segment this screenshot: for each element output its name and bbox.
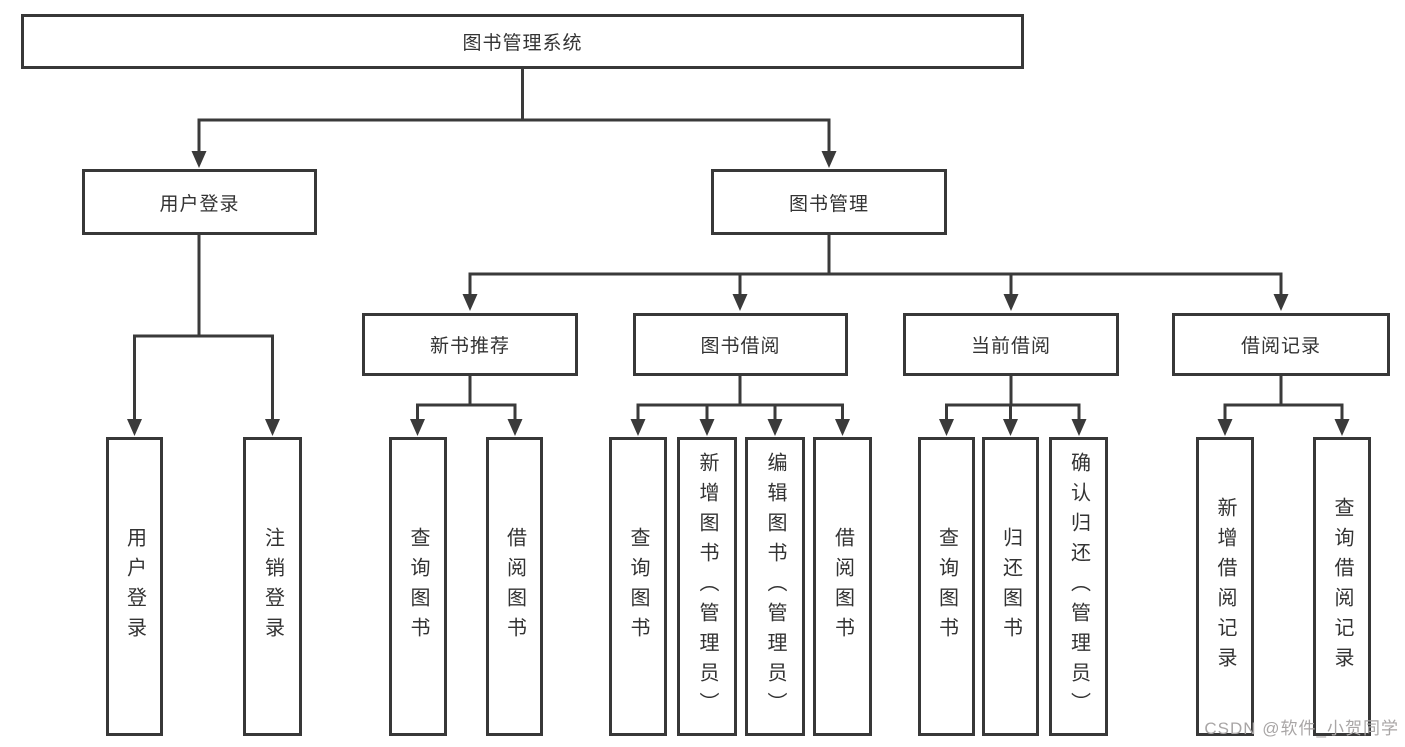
- leaf-add-borrow-record: 新增借阅记录: [1196, 437, 1254, 736]
- connector-new-book-recommend-children: [416, 376, 517, 421]
- leaf-return-books: 归还图书: [982, 437, 1039, 736]
- node-label: 用户登录: [159, 193, 240, 215]
- node-label: 新书推荐: [429, 336, 510, 357]
- node-label: 借阅图书: [831, 526, 854, 647]
- node-user-login: 用户登录: [82, 169, 317, 235]
- connector-book-borrow-children: [636, 376, 844, 421]
- node-label: 图书借阅: [700, 336, 781, 357]
- node-new-book-recommend: 新书推荐: [362, 313, 578, 376]
- leaf-borrow-books: 借阅图书: [813, 437, 872, 736]
- node-library-management-system: 图书管理系统: [21, 14, 1024, 69]
- leaf-query-books-current: 查询图书: [918, 437, 975, 736]
- connector-root-to-level2: [197, 69, 831, 153]
- node-label: 新增借阅记录: [1214, 496, 1236, 677]
- node-label: 图书管理: [788, 193, 869, 215]
- node-current-borrow: 当前借阅: [903, 313, 1119, 376]
- node-borrow-records: 借阅记录: [1172, 313, 1390, 376]
- node-label: 确认归还（管理员）: [1067, 451, 1090, 722]
- leaf-user-login: 用户登录: [106, 437, 163, 736]
- leaf-logout: 注销登录: [243, 437, 302, 736]
- node-label: 借阅记录: [1240, 336, 1321, 357]
- leaf-borrow-books-recommend: 借阅图书: [486, 437, 543, 736]
- node-label: 查询图书: [935, 526, 958, 647]
- leaf-add-book-admin: 新增图书（管理员）: [677, 437, 737, 736]
- node-label: 查询图书: [627, 526, 649, 647]
- node-book-management: 图书管理: [711, 169, 947, 235]
- node-label: 当前借阅: [970, 336, 1051, 357]
- connector-book-management-children: [468, 235, 1283, 296]
- node-label: 编辑图书（管理员）: [764, 451, 786, 722]
- node-book-borrow: 图书借阅: [633, 313, 848, 376]
- node-label: 归还图书: [999, 526, 1022, 647]
- node-label: 注销登录: [261, 526, 284, 647]
- csdn-watermark: CSDN @软件_小贺同学: [1204, 719, 1399, 738]
- connector-current-borrow-children: [945, 376, 1081, 421]
- node-label: 用户登录: [123, 526, 146, 647]
- node-label: 新增图书（管理员）: [696, 451, 718, 722]
- connector-user-login-children: [133, 234, 274, 421]
- connector-borrow-records-children: [1223, 376, 1344, 421]
- node-label: 借阅图书: [503, 526, 526, 647]
- node-label: 查询借阅记录: [1331, 496, 1353, 677]
- leaf-edit-book-admin: 编辑图书（管理员）: [745, 437, 805, 736]
- leaf-confirm-return-admin: 确认归还（管理员）: [1049, 437, 1108, 736]
- leaf-query-books-recommend: 查询图书: [389, 437, 447, 736]
- node-label: 查询图书: [407, 526, 429, 647]
- node-label: 图书管理系统: [462, 33, 583, 54]
- leaf-query-borrow-record: 查询借阅记录: [1313, 437, 1371, 736]
- leaf-query-books-borrow: 查询图书: [609, 437, 667, 736]
